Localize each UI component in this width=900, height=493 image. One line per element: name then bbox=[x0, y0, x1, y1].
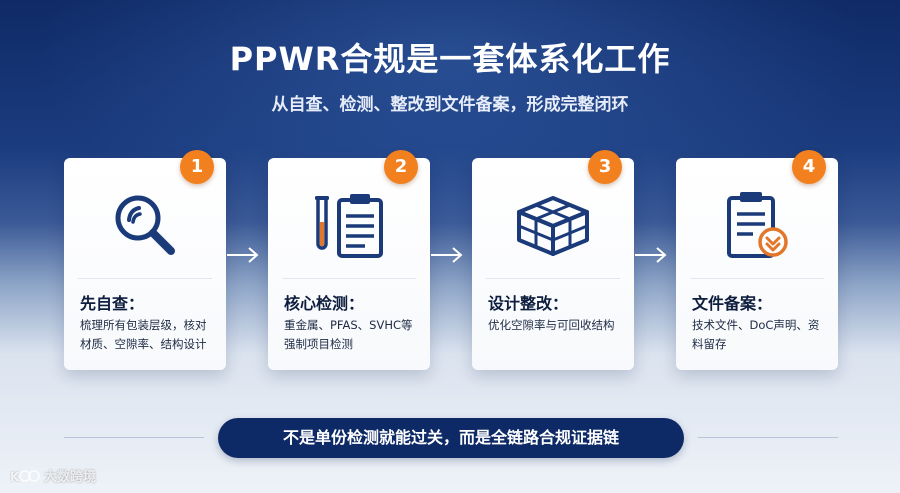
banner-divider-right bbox=[698, 437, 838, 438]
step-description: 重金属、PFAS、SVHC等强制项目检测 bbox=[284, 318, 413, 351]
card-divider bbox=[690, 278, 824, 279]
step-number-badge: 4 bbox=[792, 150, 826, 184]
banner-divider-left bbox=[64, 437, 204, 438]
card-divider bbox=[282, 278, 416, 279]
magnifier-icon bbox=[115, 195, 175, 255]
arrow-right-icon bbox=[635, 247, 667, 263]
document-check-icon bbox=[727, 192, 788, 258]
arrow-right-icon bbox=[431, 247, 463, 263]
step-heading: 核心检测： bbox=[284, 294, 365, 313]
step-heading: 设计整改： bbox=[488, 294, 569, 313]
step-heading: 文件备案： bbox=[692, 294, 773, 313]
watermark-logo-icon: K bbox=[10, 470, 40, 484]
page-subtitle: 从自查、检测、整改到文件备案，形成完整闭环 bbox=[271, 95, 629, 115]
step-description: 技术文件、DoC声明、资料留存 bbox=[692, 318, 820, 351]
step-card-1: 1 先自查： 梳理所有包装层级，核对材质、空隙率、结构设计 bbox=[64, 150, 226, 370]
step-card-3: 3 设计整改： 优化空隙率与可回收结构 bbox=[472, 150, 634, 370]
packaging-box-icon bbox=[517, 196, 589, 256]
arrow-right-icon bbox=[227, 247, 259, 263]
step-description: 优化空隙率与可回收结构 bbox=[488, 318, 615, 332]
test-tube-clipboard-icon bbox=[315, 194, 383, 258]
watermark-text: 大数跨境 bbox=[44, 470, 97, 485]
watermark: K 大数跨境 bbox=[10, 466, 97, 486]
page-title: PPWR合规是一套体系化工作 bbox=[229, 40, 671, 78]
step-card-4: 4 文件备案： 技术文件、DoC声明、资料留存 bbox=[676, 150, 838, 370]
step-description: 梳理所有包装层级，核对材质、空隙率、结构设计 bbox=[80, 318, 207, 351]
summary-banner: 不是单份检测就能过关，而是全链路合规证据链 bbox=[218, 418, 684, 458]
step-number-badge: 3 bbox=[588, 150, 622, 184]
step-card-2: 2 核心检测： 重金属、PFAS、SVHC等强制项目检测 bbox=[268, 150, 430, 370]
step-number-badge: 1 bbox=[180, 150, 214, 184]
step-heading: 先自查： bbox=[80, 294, 145, 313]
card-divider bbox=[78, 278, 212, 279]
step-number-badge: 2 bbox=[384, 150, 418, 184]
card-divider bbox=[486, 278, 620, 279]
svg-text:K: K bbox=[10, 470, 20, 484]
